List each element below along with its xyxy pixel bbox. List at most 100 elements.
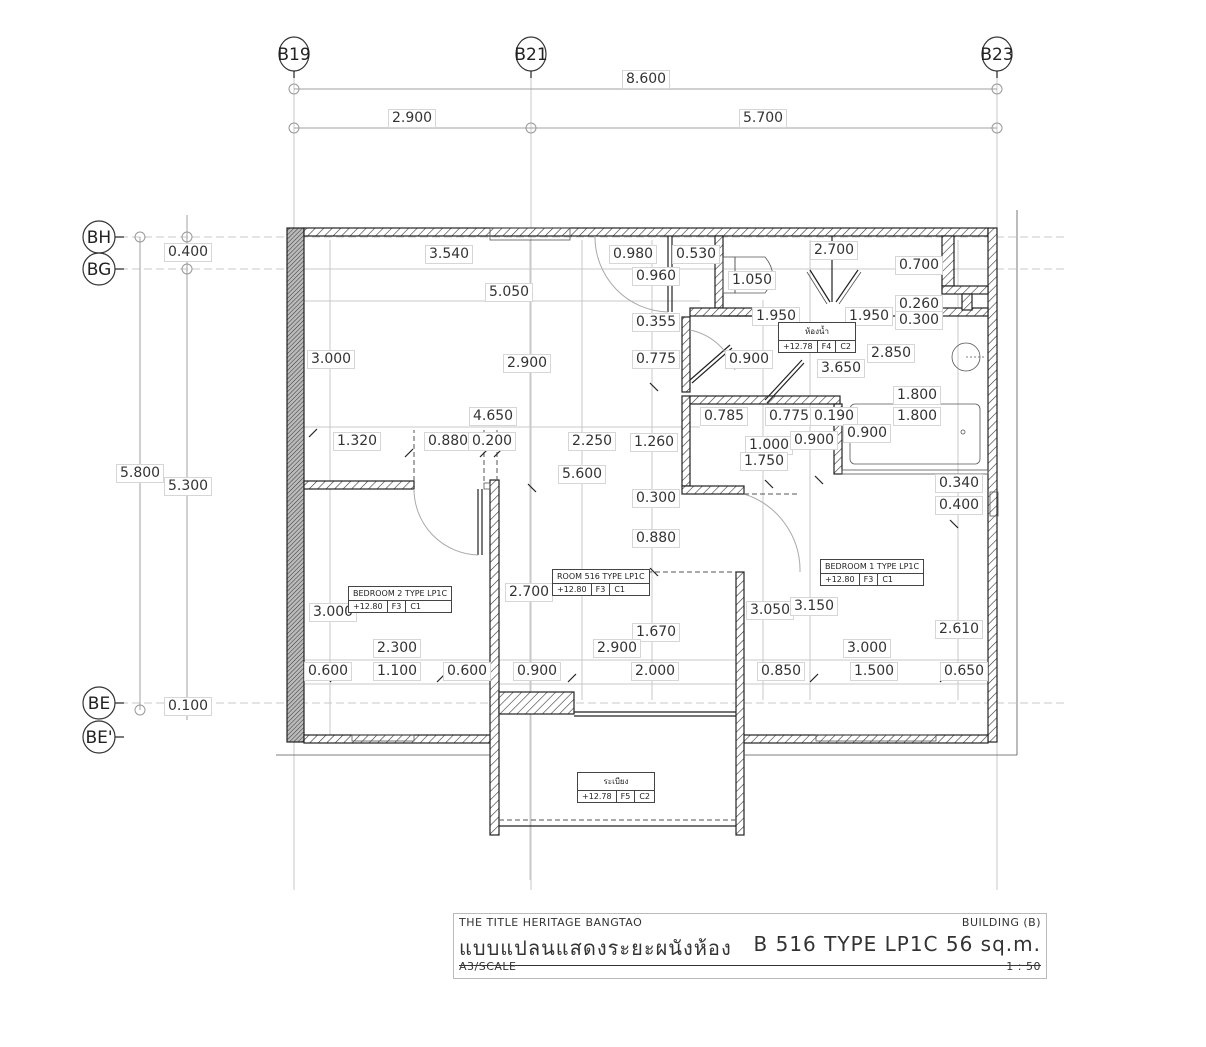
dimension-label: 2.000 — [631, 662, 680, 681]
dimension-label: 0.700 — [895, 256, 944, 275]
dimension-label: 1.320 — [333, 432, 382, 451]
room-level: +12.80 — [349, 601, 388, 612]
room-level: +12.78 — [779, 341, 818, 352]
dimension-label: 0.880 — [632, 529, 681, 548]
dimension-label: 0.300 — [632, 489, 681, 508]
dimension-label: 0.900 — [790, 431, 839, 450]
room-level: +12.78 — [578, 791, 617, 802]
svg-text:B19: B19 — [277, 45, 310, 65]
dimension-label: 0.600 — [443, 662, 492, 681]
dimension-label: 0.900 — [513, 662, 562, 681]
building-label: BUILDING (B) — [961, 916, 1041, 929]
svg-text:BH: BH — [87, 228, 111, 248]
room-floor-finish: F5 — [617, 791, 636, 802]
dimension-label: 0.775 — [765, 407, 814, 426]
dimension-label: 4.650 — [469, 407, 518, 426]
dimension-label: 2.850 — [867, 344, 916, 363]
dimension-label: 3.000 — [843, 639, 892, 658]
dimension-label: 1.750 — [740, 452, 789, 471]
dimension-label: 0.340 — [935, 474, 984, 493]
dimension-label: 0.880 — [424, 432, 473, 451]
dimension-label: 3.000 — [307, 350, 356, 369]
dimension-label: 0.850 — [757, 662, 806, 681]
dimension-label: 2.900 — [593, 639, 642, 658]
dimension-label: 0.300 — [895, 311, 944, 330]
dimension-top-right: 5.700 — [739, 109, 788, 128]
dimension-label: 1.800 — [893, 407, 942, 426]
svg-text:B23: B23 — [980, 45, 1013, 65]
dimension-label: 0.775 — [632, 350, 681, 369]
room-level: +12.80 — [553, 584, 592, 595]
dimension-label: 0.960 — [632, 267, 681, 286]
dimension-label: 3.650 — [817, 359, 866, 378]
room-ceiling-finish: C2 — [639, 792, 650, 801]
title-block: THE TITLE HERITAGE BANGTAO BUILDING (B) … — [453, 913, 1047, 979]
room-level: +12.80 — [821, 574, 860, 585]
dimension-label: 0.530 — [672, 245, 721, 264]
room-floor-finish: F4 — [818, 341, 837, 352]
dimension-label: 0.900 — [843, 424, 892, 443]
dimension-label: 3.540 — [425, 245, 474, 264]
room-ceiling-finish: C1 — [614, 585, 625, 594]
dimension-label: 1.950 — [752, 307, 801, 326]
dimension-label: 3.150 — [790, 597, 839, 616]
svg-text:B21: B21 — [514, 45, 547, 65]
dimension-label: 2.700 — [810, 241, 859, 260]
room-name: BEDROOM 2 TYPE LP1C — [349, 587, 452, 601]
svg-text:BE: BE — [88, 694, 110, 714]
dimension-label: 0.900 — [725, 350, 774, 369]
dimension-label: 1.260 — [630, 433, 679, 452]
room-floor-finish: F3 — [592, 584, 611, 595]
dimension-label: 0.980 — [609, 245, 658, 264]
dimension-label: 2.700 — [505, 583, 554, 602]
dimension-label: 0.650 — [940, 662, 989, 681]
dimension-label: 0.355 — [632, 313, 681, 332]
room-floor-finish: F3 — [860, 574, 879, 585]
dimension-top-left: 2.900 — [388, 109, 437, 128]
dimension-label: 1.800 — [893, 386, 942, 405]
dimension-label: 1.500 — [850, 662, 899, 681]
room-name: ระเบียง — [578, 773, 654, 791]
drawing-title-thai: แบบแปลนแสดงระยะผนังห้อง — [459, 936, 732, 960]
dimension-label: 2.250 — [568, 432, 617, 451]
dimension-top-total: 8.600 — [622, 70, 671, 89]
room-ceiling-finish: C1 — [882, 575, 893, 584]
dimension-left-total: 5.800 — [116, 464, 165, 483]
dimension-label: 5.600 — [558, 465, 607, 484]
svg-text:BG: BG — [87, 260, 112, 280]
dimension-bottom-offset: 0.100 — [164, 697, 213, 716]
dimension-left-offset: 0.400 — [164, 243, 213, 262]
dimension-label: 1.670 — [632, 623, 681, 642]
dimension-label: 0.400 — [935, 496, 984, 515]
drawing-scale: 1 : 50 — [1006, 960, 1041, 973]
dimension-label: 1.050 — [728, 271, 777, 290]
room-name: ห้องน้ำ — [779, 323, 855, 341]
svg-text:BE': BE' — [85, 728, 112, 748]
dimension-label: 2.900 — [503, 354, 552, 373]
room-name: ROOM 516 TYPE LP1C — [553, 570, 649, 584]
room-floor-finish: F3 — [388, 601, 407, 612]
dimension-label: 0.600 — [304, 662, 353, 681]
dimension-label: 3.050 — [746, 601, 795, 620]
dimension-label: 2.300 — [373, 639, 422, 658]
dimension-label: 1.950 — [845, 307, 894, 326]
room-name: BEDROOM 1 TYPE LP1C — [821, 560, 924, 574]
dimension-label: 2.610 — [935, 620, 984, 639]
dimension-label: 1.100 — [373, 662, 422, 681]
grid-bubbles: B19 B21 B23 BH BG BE BE' — [82, 36, 1014, 754]
dimension-label: 5.050 — [485, 283, 534, 302]
dimension-label: 0.200 — [468, 432, 517, 451]
project-name: THE TITLE HERITAGE BANGTAO — [459, 916, 643, 929]
dimension-label: 0.190 — [810, 407, 859, 426]
drawing-title-unit: B 516 TYPE LP1C 56 sq.m. — [753, 932, 1041, 956]
room-ceiling-finish: C1 — [410, 602, 421, 611]
dimension-left-inner: 5.300 — [164, 477, 213, 496]
room-ceiling-finish: C2 — [840, 342, 851, 351]
sheet-size: A3/SCALE — [459, 960, 517, 973]
dimension-label: 0.785 — [700, 407, 749, 426]
